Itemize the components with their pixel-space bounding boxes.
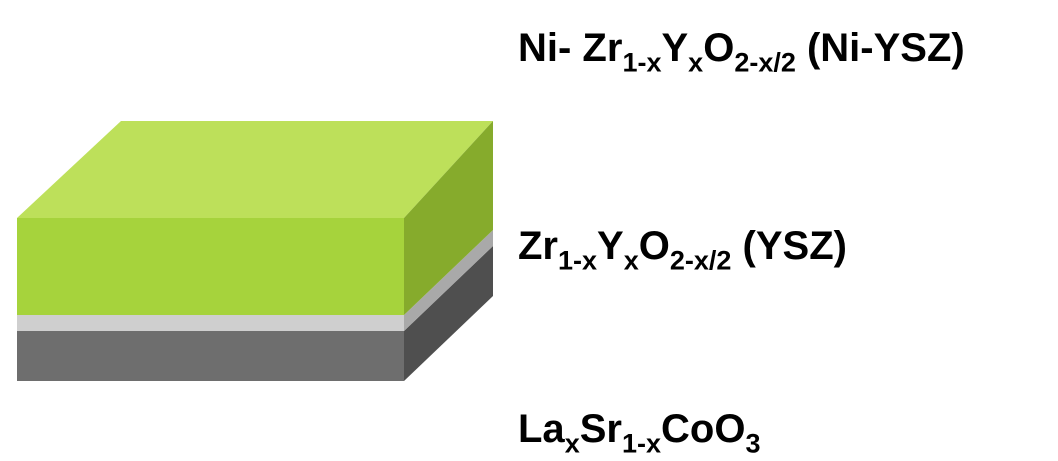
electrolyte-label: Zr1-xYxO2-x/2 (YSZ) xyxy=(518,224,847,274)
formula-text: Y xyxy=(597,224,624,268)
formula-text: Y xyxy=(661,26,689,70)
formula-text: O xyxy=(703,26,735,70)
formula-text: (Ni-YSZ) xyxy=(795,26,965,70)
formula-subscript: 1-x xyxy=(558,245,598,276)
anode-top xyxy=(17,121,493,218)
formula-subscript: x xyxy=(623,245,639,276)
cathode-label: LaxSr1-xCoO3 xyxy=(518,407,760,457)
formula-subscript: x xyxy=(688,47,704,78)
formula-subscript: 2-x/2 xyxy=(734,47,796,78)
formula-text: Zr xyxy=(518,224,558,268)
formula-text: Ni- Zr xyxy=(518,26,623,70)
formula-subscript: 1-x xyxy=(622,47,662,78)
anode-side xyxy=(404,121,493,315)
anode-label: Ni- Zr1-xYxO2-x/2 (Ni-YSZ) xyxy=(518,26,965,76)
formula-text: CoO xyxy=(661,407,746,451)
electrolyte-layer xyxy=(17,230,493,331)
cathode-layer xyxy=(17,246,493,381)
formula-text: Sr xyxy=(579,407,622,451)
formula-subscript: x xyxy=(564,428,580,459)
formula-subscript: 3 xyxy=(745,428,761,459)
formula-text: (YSZ) xyxy=(731,224,847,268)
cathode-side xyxy=(404,246,493,381)
formula-text: O xyxy=(638,224,670,268)
anode-front xyxy=(17,218,404,315)
formula-subscript: 1-x xyxy=(621,428,661,459)
anode-layer xyxy=(17,121,493,315)
formula-text: La xyxy=(518,407,565,451)
formula-subscript: 2-x/2 xyxy=(669,245,732,276)
electrolyte-front xyxy=(17,315,404,331)
cathode-front xyxy=(17,331,404,381)
electrolyte-side xyxy=(404,230,493,331)
